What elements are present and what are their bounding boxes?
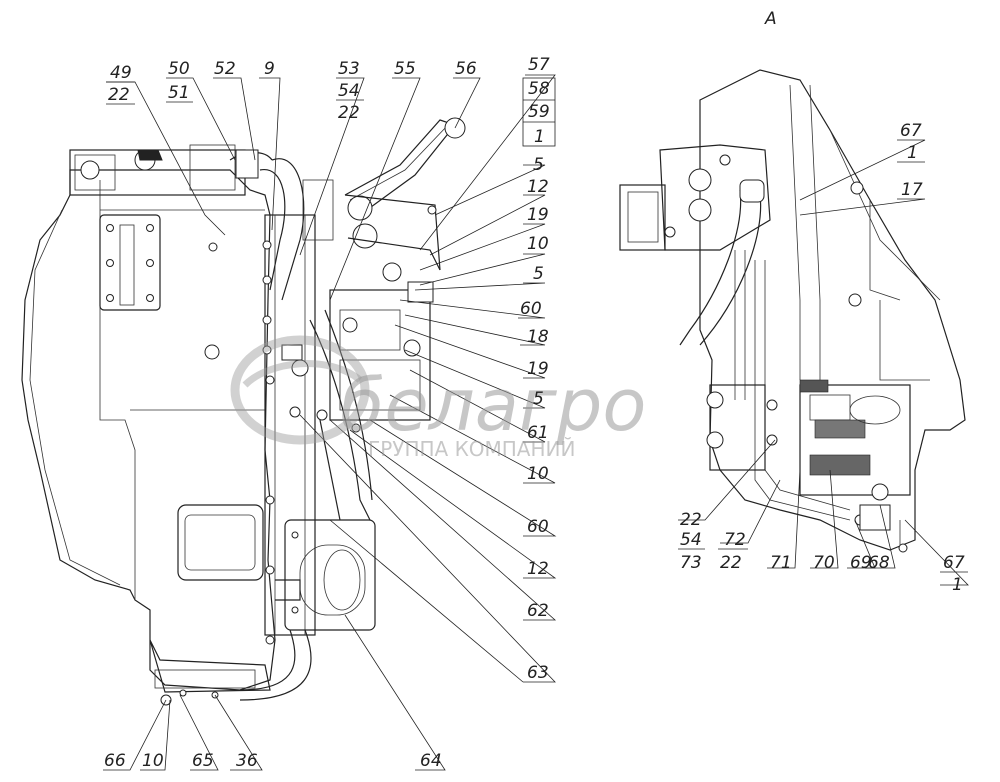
callout-a-71: 71: [770, 553, 792, 573]
callout-a-69: 69: [850, 553, 872, 573]
callout-18: 18: [527, 327, 549, 347]
callout-63: 63: [527, 663, 549, 683]
callout-a-72: 72: [724, 530, 746, 550]
callout-66: 66: [104, 751, 126, 771]
watermark-subtitle: ГРУППА КОМПАНИЙ: [368, 437, 575, 461]
callout-a-1b: 1: [952, 575, 963, 595]
callout-55: 55: [394, 59, 416, 79]
callout-36: 36: [236, 751, 258, 771]
callout-54: 54: [338, 81, 360, 101]
callout-64: 64: [420, 751, 442, 771]
callout-62: 62: [527, 601, 549, 621]
callout-53: 53: [338, 59, 360, 79]
main-view: [21, 117, 466, 706]
callout-19: 19: [527, 205, 549, 225]
callout-a-67b: 67: [943, 553, 965, 573]
callouts-view-a: 67 1 17 22 54 73 72 22 71 70 69 68 67 1: [678, 121, 968, 595]
watermark: белагро ГРУППА КОМПАНИЙ: [230, 335, 646, 461]
callout-a-68: 68: [868, 553, 890, 573]
callout-58: 58: [528, 79, 550, 99]
callout-61: 61: [527, 423, 549, 443]
callout-a-67: 67: [900, 121, 922, 141]
callout-5b: 5: [533, 264, 544, 284]
callout-59: 59: [528, 102, 550, 122]
callout-5: 5: [533, 155, 544, 175]
callout-52: 52: [214, 59, 236, 79]
callout-57: 57: [528, 55, 550, 75]
callout-60b: 60: [527, 517, 549, 537]
callout-1: 1: [534, 127, 545, 147]
callout-12: 12: [527, 177, 549, 197]
callout-50: 50: [168, 59, 190, 79]
callout-a-73: 73: [680, 553, 702, 573]
callouts-main: 49 22 50 51 52 9 53 54 22 55 56 57 58 59…: [104, 55, 556, 771]
watermark-brand: белагро: [340, 363, 646, 447]
leader-lines: [103, 74, 557, 771]
callout-a-54: 54: [680, 530, 702, 550]
callout-51: 51: [168, 83, 190, 103]
callout-5c: 5: [533, 389, 544, 409]
callout-56: 56: [455, 59, 477, 79]
callout-a-17: 17: [901, 180, 923, 200]
callout-65: 65: [192, 751, 214, 771]
view-a-label: А: [764, 9, 777, 29]
callout-a-70: 70: [813, 553, 835, 573]
callout-22: 22: [108, 85, 130, 105]
callout-9: 9: [264, 59, 275, 79]
callout-22b: 22: [338, 103, 360, 123]
callout-a-22b: 22: [720, 553, 742, 573]
callout-12b: 12: [527, 559, 549, 579]
callout-10c: 10: [142, 751, 164, 771]
callout-10b: 10: [527, 464, 549, 484]
callout-60: 60: [520, 299, 542, 319]
callout-10: 10: [527, 234, 549, 254]
callout-a-22: 22: [680, 510, 702, 530]
view-a: [619, 69, 966, 553]
callout-49: 49: [110, 63, 132, 83]
callout-19b: 19: [527, 359, 549, 379]
callout-a-1: 1: [907, 143, 918, 163]
leader-lines-view-a: [678, 139, 969, 586]
